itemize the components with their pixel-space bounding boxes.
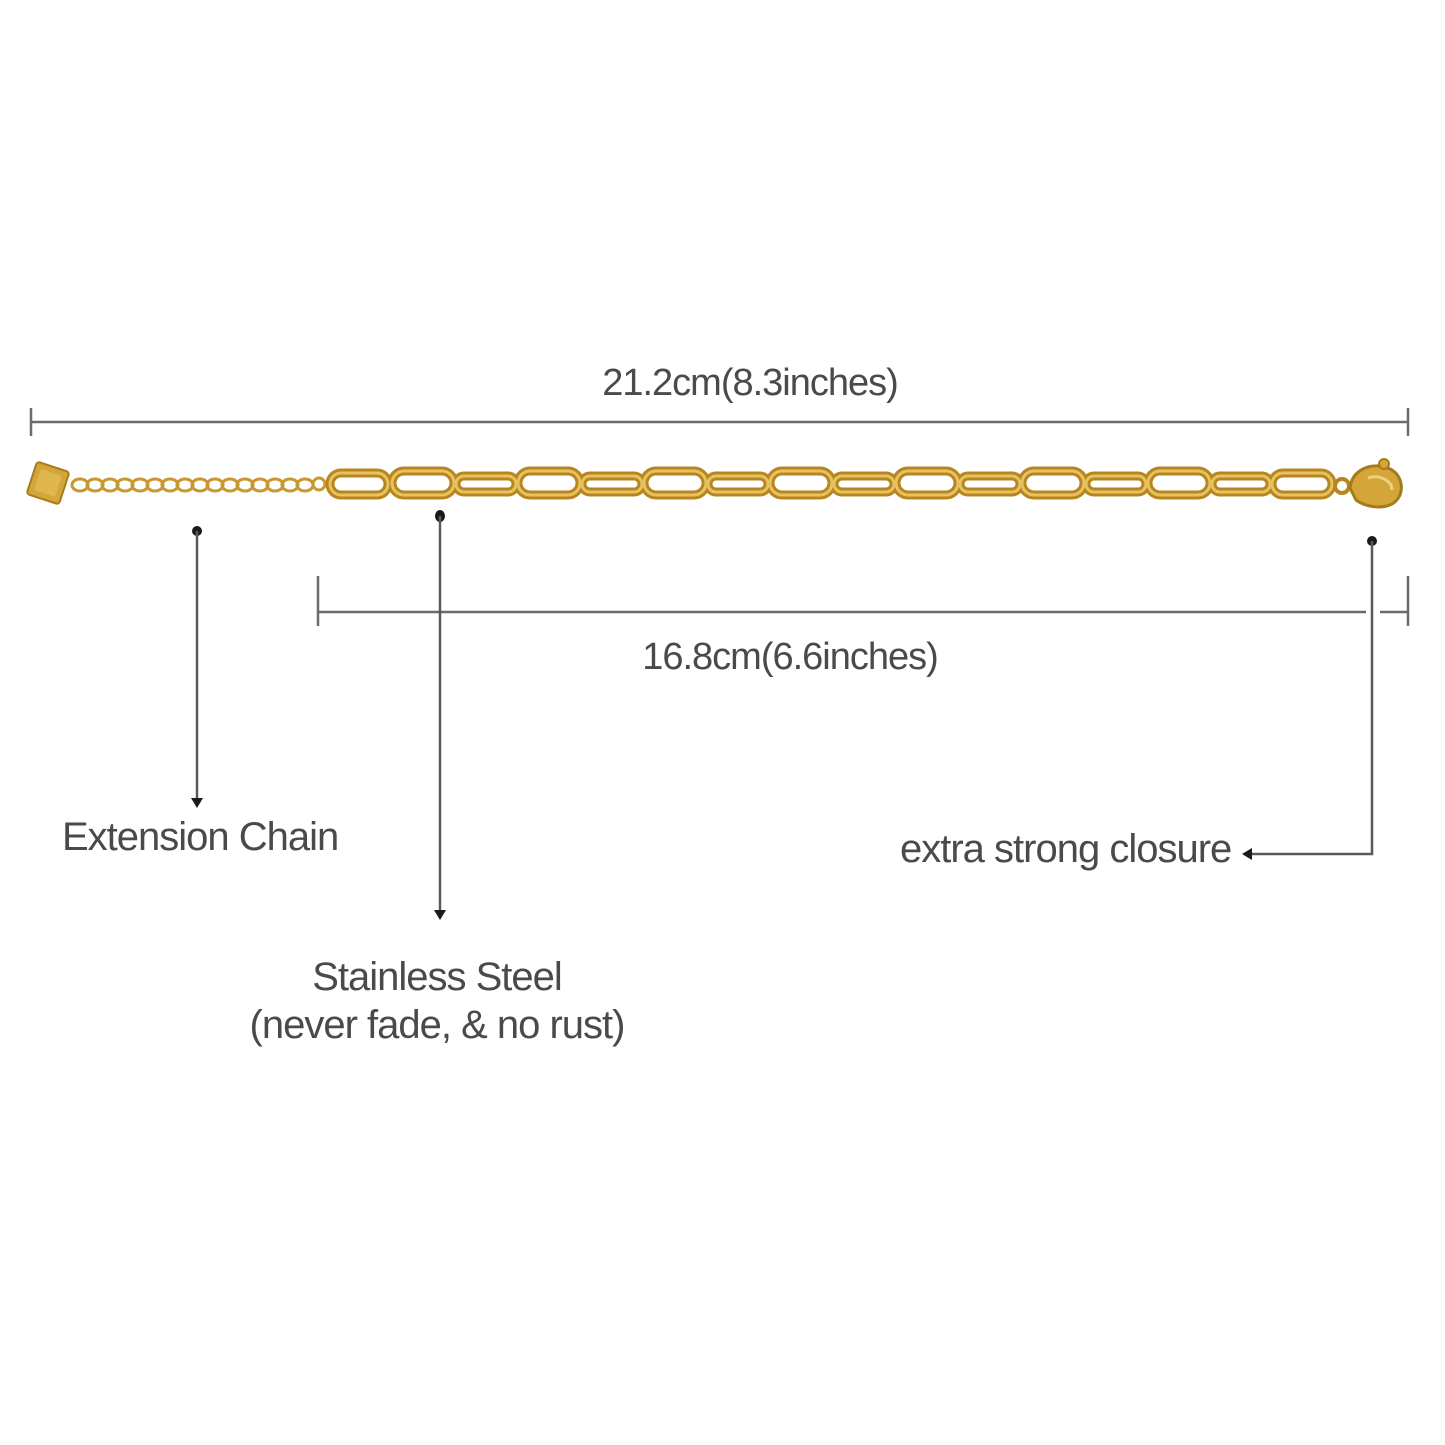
extension-chain-callout <box>191 526 203 808</box>
extension-chain <box>70 476 327 493</box>
stainless-steel-note: (never fade, & no rust) <box>249 1003 626 1047</box>
stainless-steel-label: Stainless Steel <box>312 955 563 999</box>
closure-label: extra strong closure <box>900 827 1232 871</box>
chain-length-label: 16.8cm(6.6inches) <box>642 636 939 678</box>
total-length-label: 21.2cm(8.3inches) <box>602 362 899 404</box>
total-length-dimension <box>29 408 1410 436</box>
paperclip-chain <box>325 466 1337 500</box>
closure-callout <box>1242 536 1377 860</box>
lobster-clasp <box>1333 458 1403 509</box>
chain-length-dimension <box>316 576 1410 626</box>
extension-chain-label: Extension Chain <box>62 815 339 859</box>
logo-tag <box>26 461 70 505</box>
stainless-steel-callout <box>434 510 446 920</box>
